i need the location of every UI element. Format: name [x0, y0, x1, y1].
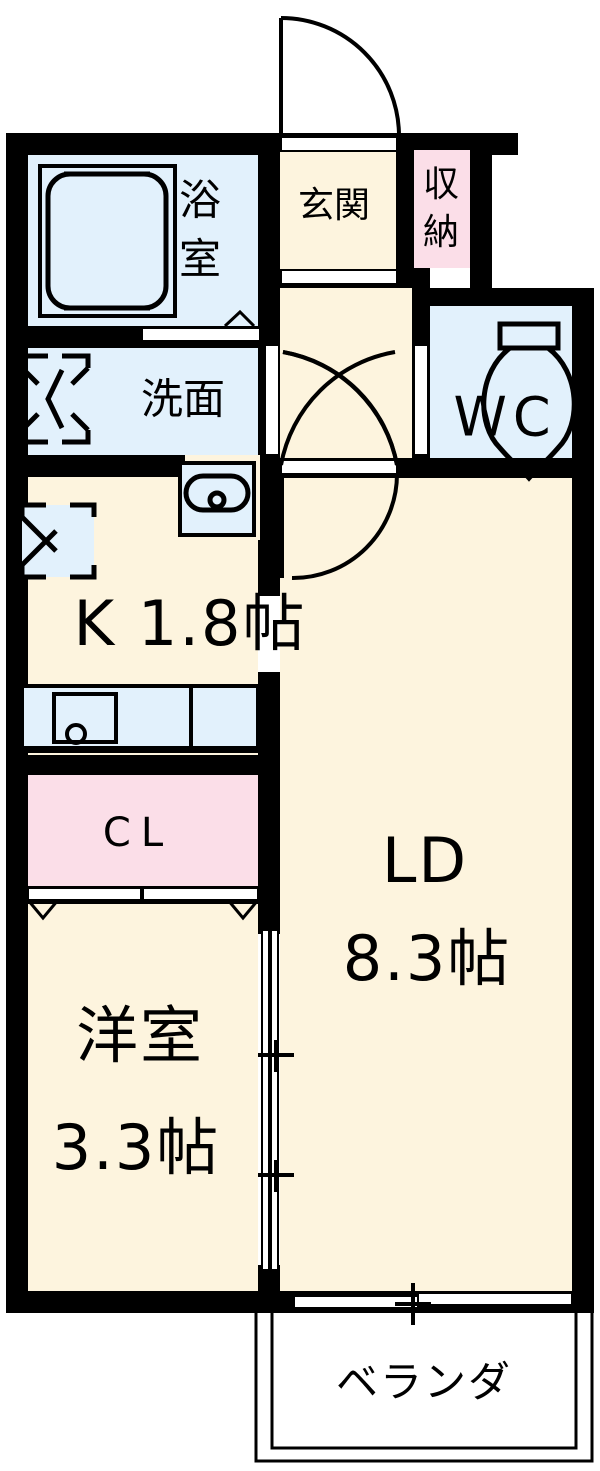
vanity-sink-icon — [178, 461, 256, 537]
room-bathroom[interactable] — [28, 155, 258, 326]
partition-handle-marks — [258, 1040, 431, 1325]
room-closet[interactable] — [28, 775, 258, 886]
room-fills — [28, 150, 592, 1291]
room-labels: 浴 室 玄関 収 納 洗面 WC K 1.8帖 CL 洋室 3.3帖 LD 8.… — [52, 164, 556, 1407]
toilet-icon — [481, 321, 577, 482]
room-living-dining[interactable] — [280, 478, 572, 1291]
room-washroom[interactable] — [28, 348, 258, 455]
bathroom-door-opening — [141, 327, 261, 342]
label-closet: CL — [103, 810, 173, 856]
label-ld-size: 8.3帖 — [343, 922, 512, 995]
front-door-threshold — [280, 136, 398, 152]
bedroom-partition-panel-a[interactable] — [261, 929, 270, 1271]
refrigerator-space-icon — [19, 502, 97, 580]
living-door-threshold — [280, 459, 398, 475]
label-storage-line1: 収 — [423, 164, 459, 205]
door-openings — [27, 136, 573, 1309]
label-bedroom-size: 3.3帖 — [52, 1111, 221, 1184]
door-swings — [26, 16, 401, 921]
label-ld-name: LD — [382, 824, 468, 897]
closet-door-panel-a[interactable] — [27, 887, 142, 901]
washing-machine-space-icon — [19, 353, 91, 445]
label-washroom: 洗面 — [141, 375, 225, 424]
label-bathroom-line2: 室 — [179, 235, 221, 284]
closet-door-panel-b[interactable] — [142, 887, 259, 901]
label-balcony: ベランダ — [336, 1358, 512, 1407]
label-bathroom-line1: 浴 — [179, 176, 221, 225]
balcony-outline — [254, 1313, 594, 1463]
room-bedroom[interactable] — [28, 904, 258, 1291]
label-kitchen: K 1.8帖 — [74, 587, 307, 660]
bathtub-icon — [38, 164, 177, 318]
room-storage[interactable] — [414, 150, 470, 268]
fixtures — [19, 164, 577, 753]
kitchen-sink-counter-icon — [20, 684, 260, 753]
bedroom-partition-panel-b[interactable] — [270, 929, 279, 1271]
label-entrance: 玄関 — [298, 185, 370, 226]
balcony-window-panel-b[interactable] — [417, 1292, 573, 1306]
washroom-door-opening — [264, 344, 280, 456]
label-bedroom-name: 洋室 — [76, 999, 204, 1072]
room-entrance[interactable] — [280, 150, 396, 270]
entrance-hall-threshold — [280, 269, 398, 285]
label-toilet: WC — [453, 386, 556, 449]
label-storage-line2: 納 — [423, 212, 459, 253]
wc-door-opening — [413, 344, 429, 456]
